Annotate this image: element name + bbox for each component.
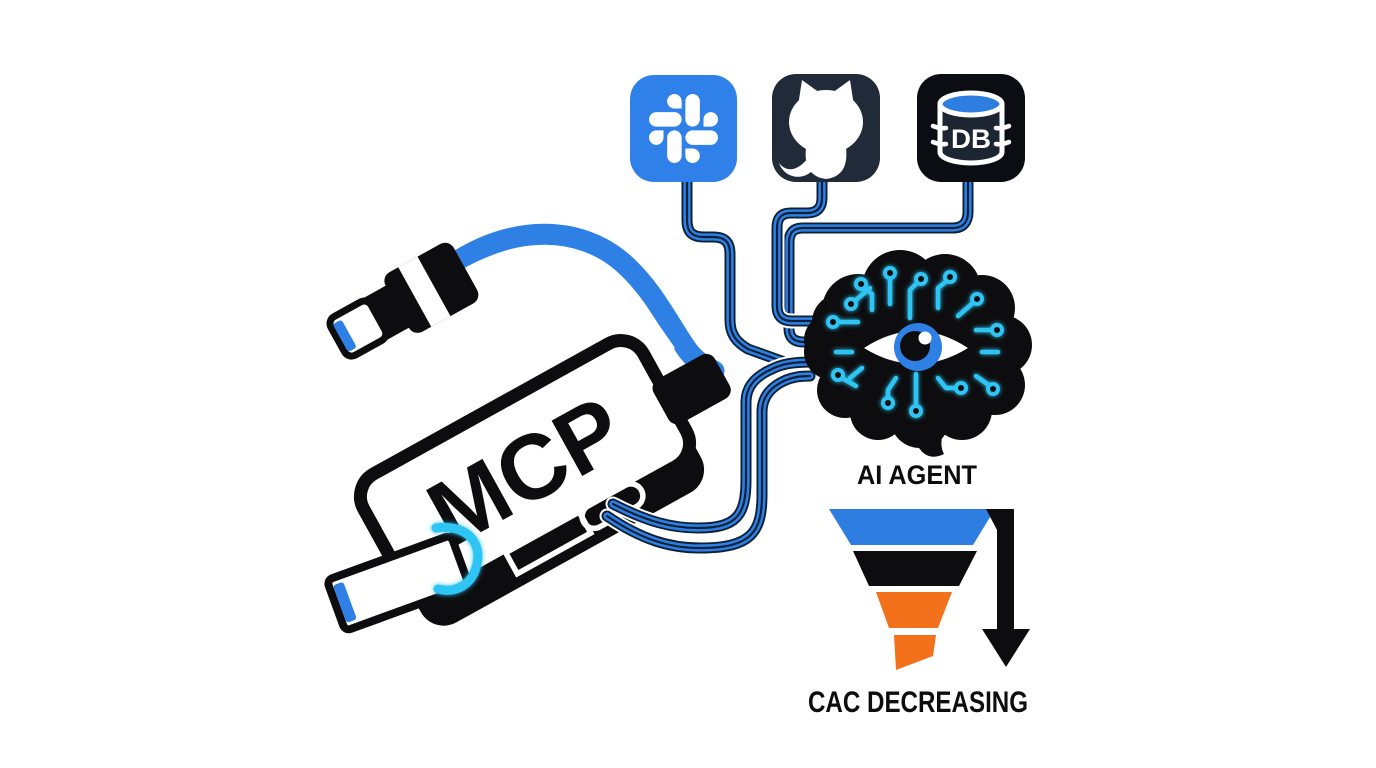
database-cylinder-icon: DB [917, 74, 1025, 182]
slack-icon [630, 75, 737, 182]
cac-decreasing-label: CAC DECREASING [808, 686, 1028, 719]
usb-c-connector-icon [326, 242, 479, 360]
github-octocat-icon [772, 74, 880, 182]
ai-agent-label: AI AGENT [857, 460, 977, 490]
usb-c-cable [456, 234, 714, 371]
funnel-icon [829, 509, 995, 670]
funnel-layer-orange [876, 592, 952, 628]
brain-circuits [826, 266, 1004, 418]
cable-github [777, 176, 822, 321]
usb-a-plug-icon [324, 532, 472, 634]
db-label: DB [951, 124, 991, 154]
down-arrow-icon [982, 509, 1030, 667]
circuit-brain-eye-icon [804, 250, 1032, 457]
eye-icon [864, 323, 968, 371]
funnel-layer-black [853, 551, 977, 586]
hub-cable-nub [652, 353, 731, 425]
funnel-layer-blue [829, 509, 995, 545]
plug-glow-arc [431, 522, 483, 595]
db-segment-ticks [930, 123, 1012, 147]
funnel-spout [894, 635, 936, 670]
